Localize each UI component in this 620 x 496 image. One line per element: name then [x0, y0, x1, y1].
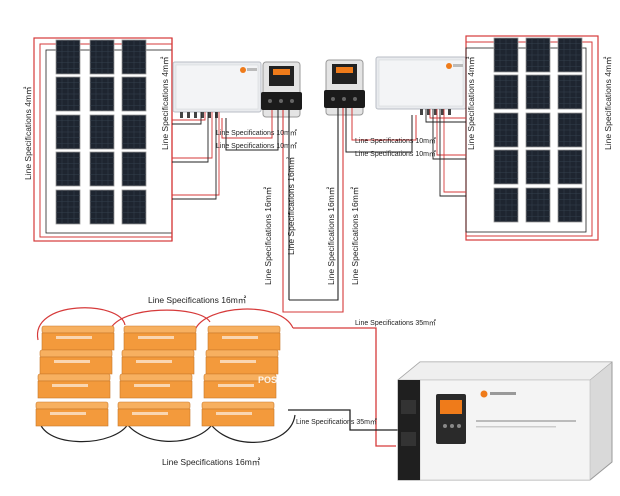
label-left-outer-4mm: Line Specifications 4m㎡ [23, 86, 33, 180]
watermark-main: MIN S [282, 349, 327, 366]
label-battery-bottom-16mm: Line Specifications 16m㎡ [162, 457, 261, 467]
left-combiner-box [172, 61, 262, 118]
battery [119, 373, 193, 399]
watermark: MIN S POSTED ON JIJI [258, 349, 329, 385]
brand-logo-icon [240, 67, 246, 73]
label-right-inner-4mm: Line Specifications 4m㎡ [466, 56, 476, 150]
label-left-10mm-a: Line Specifications 10m㎡ [216, 129, 297, 137]
label-down-16mm-c: Line Specifications 16m㎡ [326, 186, 336, 285]
label-battery-top-16mm: Line Specifications 16m㎡ [148, 295, 247, 305]
panel-to-combiner-wires [172, 109, 466, 200]
battery [121, 349, 195, 375]
right-charge-controller [324, 59, 365, 116]
battery [117, 401, 191, 427]
watermark-sub: POSTED ON JIJI [258, 375, 329, 385]
battery [41, 325, 115, 351]
brand-logo-icon [480, 390, 488, 398]
label-down-16mm-a: Line Specifications 16m㎡ [263, 186, 273, 285]
brand-logo-icon [446, 63, 452, 69]
battery [37, 373, 111, 399]
battery [207, 325, 281, 351]
label-left-10mm-b: Line Specifications 10m㎡ [216, 142, 297, 150]
right-solar-panels [493, 37, 583, 223]
battery-bank [35, 325, 281, 427]
battery [35, 401, 109, 427]
label-right-10mm-b: Line Specifications 10m㎡ [355, 150, 436, 158]
wire-labels: Line Specifications 4m㎡ Line Specificati… [23, 56, 613, 467]
controller-to-battery-wires [282, 108, 344, 313]
label-down-16mm-d: Line Specifications 16m㎡ [350, 186, 360, 285]
label-inverter-35mm-top: Line Specifications 35m㎡ [355, 319, 436, 327]
battery [203, 373, 277, 399]
right-combiner-box [375, 56, 467, 115]
battery [205, 349, 279, 375]
label-right-10mm-a: Line Specifications 10m㎡ [355, 137, 436, 145]
combiner-to-controller-wires [221, 108, 417, 153]
label-left-inner-4mm: Line Specifications 4m㎡ [160, 56, 170, 150]
battery [39, 349, 113, 375]
label-inverter-35mm-bottom: Line Specifications 35m㎡ [296, 418, 377, 426]
battery-to-inverter-wires [288, 327, 400, 447]
label-right-outer-4mm: Line Specifications 4m㎡ [603, 56, 613, 150]
label-down-16mm-b: Line Specifications 16m㎡ [286, 156, 296, 255]
left-solar-panels [55, 39, 147, 225]
inverter [397, 361, 613, 481]
battery [123, 325, 197, 351]
battery [201, 401, 275, 427]
left-charge-controller [261, 61, 302, 118]
